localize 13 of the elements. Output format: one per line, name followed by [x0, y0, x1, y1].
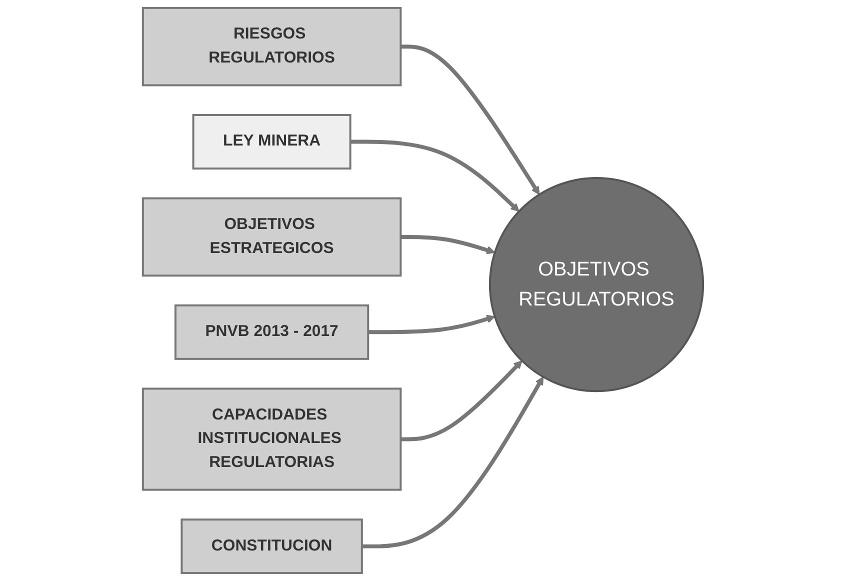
node-box: CONSTITUCION [180, 518, 363, 574]
arrow [350, 140, 520, 212]
arrow [368, 314, 496, 334]
node-box: CAPACIDADES INSTITUCIONALES REGULATORIAS [142, 388, 402, 491]
node-box: RIESGOS REGULATORIOS [142, 6, 402, 86]
arrow [400, 360, 522, 442]
node-box: LEY MINERA [192, 114, 352, 170]
node-circle: OBJETIVOS REGULATORIOS [488, 176, 704, 392]
node-box: PNVB 2013 - 2017 [174, 304, 370, 360]
node-box: OBJETIVOS ESTRATEGICOS [142, 197, 402, 277]
arrow [400, 44, 540, 195]
arrow [362, 376, 544, 548]
arrow [400, 234, 496, 254]
